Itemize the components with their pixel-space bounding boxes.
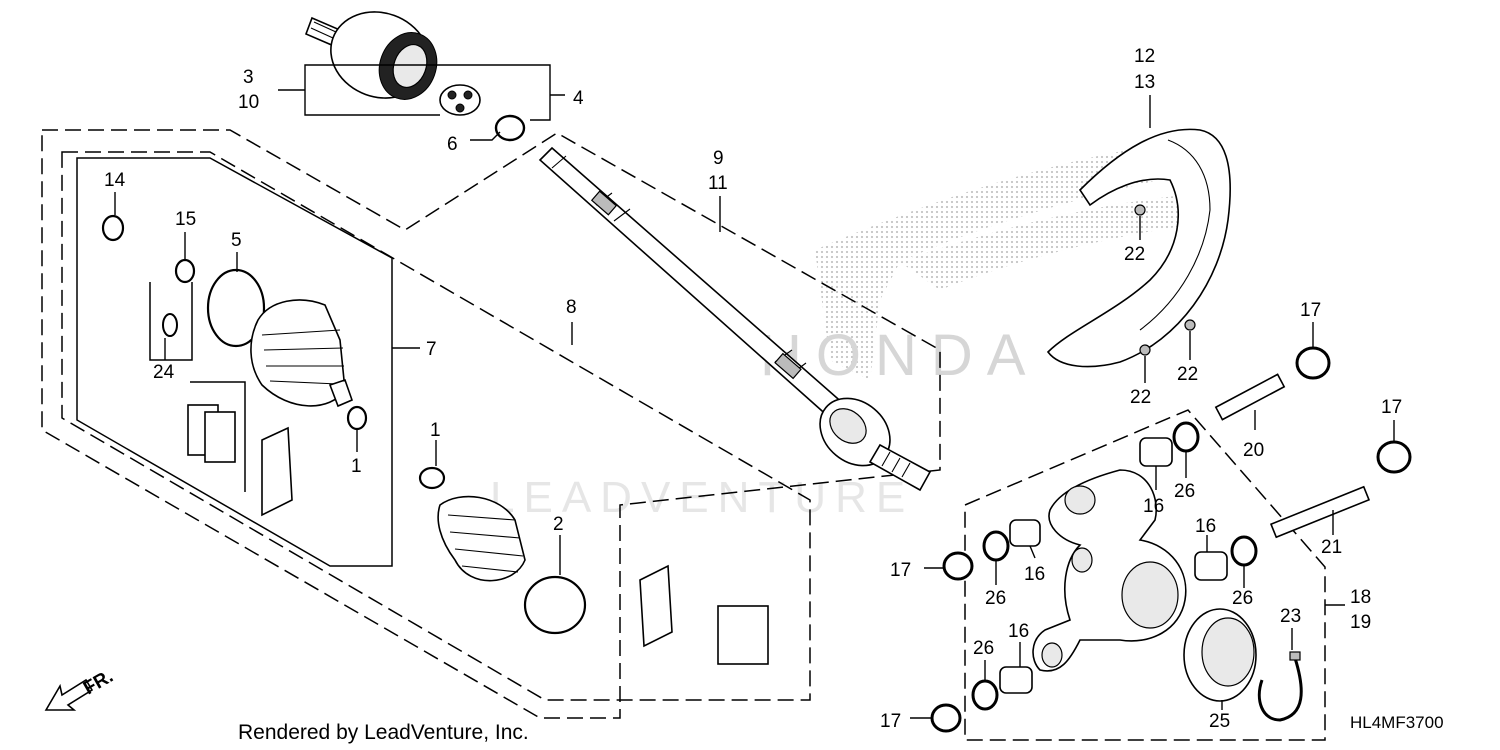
- callout-9[interactable]: 9: [713, 148, 724, 169]
- seal-17-bottom: [930, 703, 962, 733]
- callout-26-c[interactable]: 26: [1232, 588, 1253, 609]
- leader-3-10: [278, 64, 440, 116]
- front-direction-arrow: [44, 678, 94, 711]
- inner-cv-joint: [304, 11, 438, 100]
- callout-22-top[interactable]: 22: [1124, 244, 1145, 265]
- callout-4[interactable]: 4: [573, 88, 584, 109]
- inner-boot: [250, 299, 354, 408]
- boot-band-5: [206, 268, 266, 348]
- outer-boot: [437, 495, 526, 582]
- callout-2[interactable]: 2: [553, 514, 564, 535]
- knuckle-kit-frame: [964, 409, 1326, 741]
- callout-20[interactable]: 20: [1243, 440, 1264, 461]
- callout-1-outer[interactable]: 1: [430, 420, 441, 441]
- callout-1-inner[interactable]: 1: [351, 456, 362, 477]
- boot-band-2: [523, 575, 587, 635]
- bolt-22-top: [1134, 204, 1146, 216]
- pin-20: [1214, 373, 1286, 421]
- callout-17-upper-right[interactable]: 17: [1300, 300, 1321, 321]
- callout-17-right[interactable]: 17: [1381, 397, 1402, 418]
- bolt-22-right: [1184, 319, 1196, 331]
- knuckle: [1032, 469, 1187, 672]
- bushing-16-c: [1194, 551, 1228, 581]
- callout-19[interactable]: 19: [1350, 612, 1371, 633]
- callout-3[interactable]: 3: [243, 67, 254, 88]
- callout-21[interactable]: 21: [1321, 537, 1342, 558]
- callout-11[interactable]: 11: [708, 173, 728, 194]
- leader-6: [470, 131, 501, 141]
- grease-packets-inner: [187, 404, 236, 463]
- bushing-16-a: [1139, 437, 1173, 467]
- callouts: 3 10 4 6 9 11 8 7 14 15 5 24 1 1 2 12 13…: [104, 46, 1402, 732]
- callout-22-right[interactable]: 22: [1177, 364, 1198, 385]
- leader-4: [345, 64, 565, 121]
- seal-26-a: [1172, 421, 1200, 453]
- inner-snap-ring: [494, 114, 526, 142]
- callout-13[interactable]: 13: [1134, 72, 1155, 93]
- axle-guard: [1046, 128, 1231, 368]
- callout-16-c[interactable]: 16: [1195, 516, 1216, 537]
- callout-5[interactable]: 5: [231, 230, 242, 251]
- callout-7[interactable]: 7: [426, 339, 437, 360]
- grease-tube-inner: [261, 426, 293, 517]
- driveshaft: [538, 146, 847, 420]
- grease-packets-outer: [639, 564, 769, 665]
- callout-10[interactable]: 10: [238, 92, 259, 113]
- clip-24: [162, 313, 178, 337]
- callout-18[interactable]: 18: [1350, 587, 1371, 608]
- callout-15[interactable]: 15: [175, 209, 196, 230]
- snap-ring-14: [101, 214, 125, 242]
- bushing-16-d: [999, 666, 1033, 694]
- wheel-bearing-25: [1183, 608, 1257, 710]
- callout-26-b[interactable]: 26: [985, 588, 1006, 609]
- bolt-22-left: [1139, 344, 1151, 356]
- bushing-16-b: [1009, 519, 1041, 547]
- callout-17-left[interactable]: 17: [890, 560, 911, 581]
- clip-15: [174, 258, 196, 284]
- callout-8[interactable]: 8: [566, 297, 577, 318]
- seal-17-upper-right: [1295, 346, 1331, 380]
- callout-14[interactable]: 14: [104, 170, 126, 191]
- callout-16-d[interactable]: 16: [1008, 621, 1029, 642]
- callout-12[interactable]: 12: [1134, 46, 1155, 67]
- inner-joint-kit-frame: [41, 129, 941, 719]
- clip-1-inner: [346, 405, 368, 431]
- inner-boot-kit-box: [76, 157, 393, 567]
- seal-26-c: [1230, 535, 1258, 567]
- callout-23[interactable]: 23: [1280, 606, 1301, 627]
- outer-cv-joint: [819, 397, 932, 492]
- footer-credit: Rendered by LeadVenture, Inc.: [238, 721, 529, 744]
- seal-17-left: [942, 551, 974, 581]
- diagram-code: HL4MF3700: [1350, 713, 1444, 732]
- callout-16-a[interactable]: 16: [1143, 496, 1164, 517]
- inner-race-bearing: [439, 84, 481, 116]
- seal-17-right: [1376, 440, 1412, 474]
- circlip-23: [1257, 628, 1303, 722]
- callout-26-d[interactable]: 26: [973, 638, 994, 659]
- pin-21: [1269, 485, 1371, 539]
- clip-1-outer: [418, 466, 446, 490]
- callout-25[interactable]: 25: [1209, 711, 1230, 732]
- seal-26-b: [982, 530, 1010, 562]
- seal-26-d: [971, 679, 999, 711]
- callout-24[interactable]: 24: [153, 362, 175, 383]
- outer-boot-kit-frame: [61, 151, 811, 701]
- callout-22-left[interactable]: 22: [1130, 387, 1151, 408]
- callout-26-a[interactable]: 26: [1174, 481, 1195, 502]
- callout-6[interactable]: 6: [447, 134, 458, 155]
- callout-16-b[interactable]: 16: [1024, 564, 1045, 585]
- callout-17-bottom[interactable]: 17: [880, 711, 901, 732]
